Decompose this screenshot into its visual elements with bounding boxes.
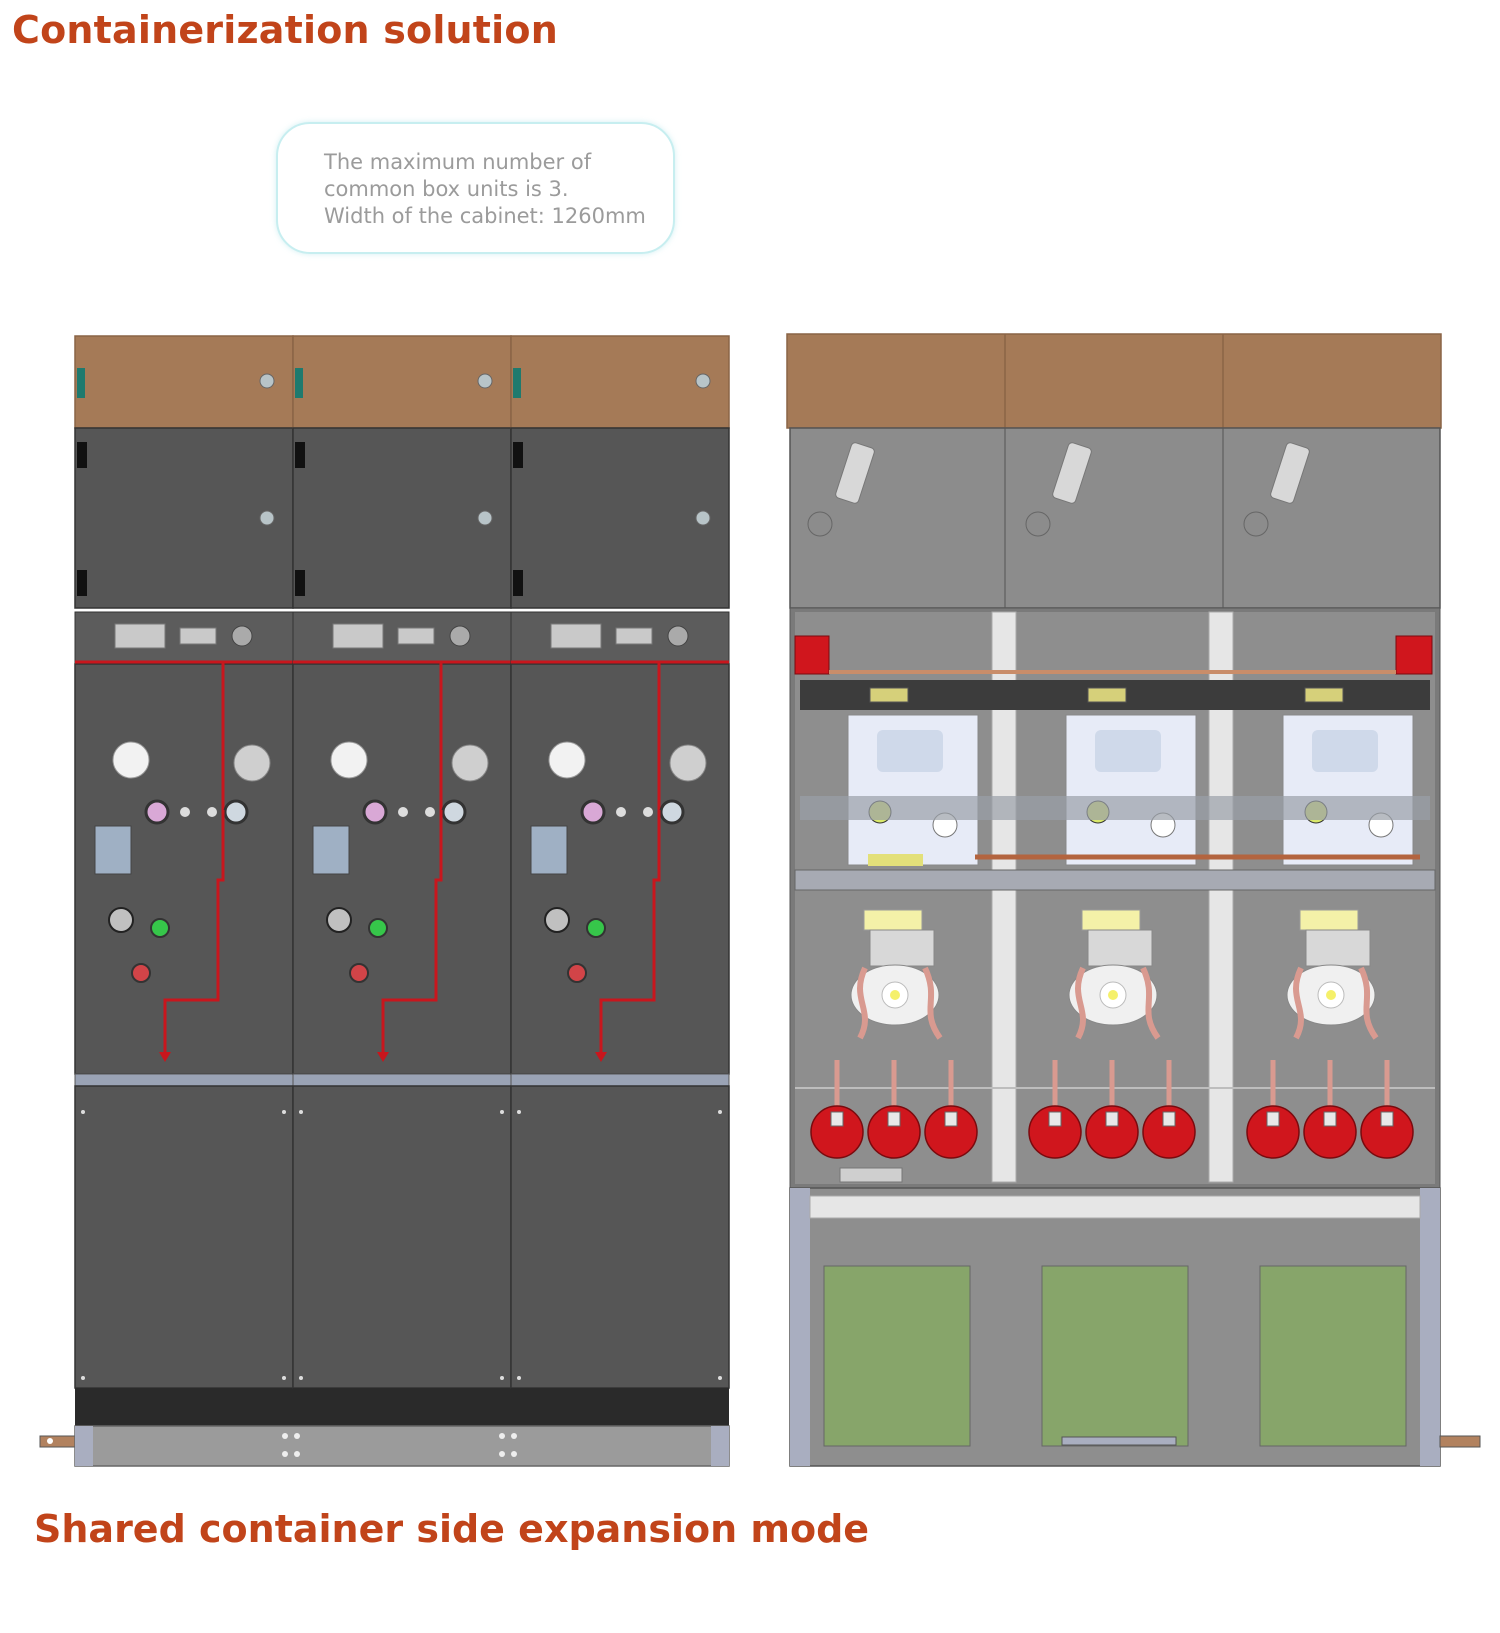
front-unit-3 bbox=[510, 335, 730, 1426]
callout-bubble bbox=[276, 122, 675, 254]
internal-view-cabinet bbox=[786, 333, 1481, 1467]
front-unit-2 bbox=[292, 335, 512, 1426]
front-unit-1 bbox=[74, 335, 294, 1426]
callout-line-3: Width of the cabinet: 1260mm bbox=[324, 204, 646, 228]
callout-line-1: The maximum number of bbox=[324, 150, 592, 174]
breaker-assemblies bbox=[850, 909, 1379, 1040]
page-title: Containerization solution bbox=[12, 8, 558, 52]
callout-text: The maximum number of common box units i… bbox=[324, 149, 664, 230]
bottom-caption: Shared container side expansion mode bbox=[34, 1507, 870, 1551]
callout-line-2: common box units is 3. bbox=[324, 177, 569, 201]
front-view-cabinet bbox=[39, 335, 730, 1467]
